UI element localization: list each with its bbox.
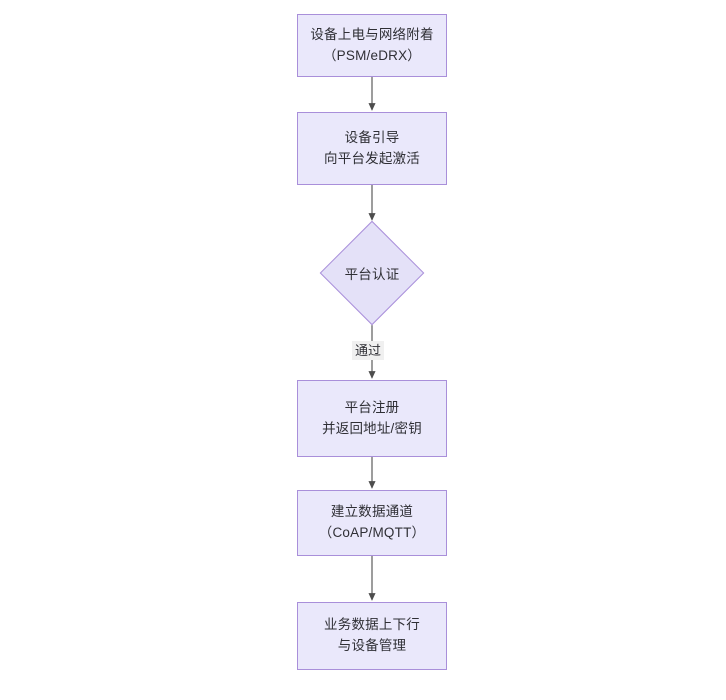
flow-node-label: 建立数据通道 （CoAP/MQTT） xyxy=(318,504,426,540)
flow-node-label: 业务数据上下行 与设备管理 xyxy=(324,617,420,653)
flow-node-platform-auth[interactable]: 平台认证 xyxy=(317,220,427,325)
flow-node-platform-register[interactable]: 平台注册 并返回地址/密钥 xyxy=(297,380,447,457)
flow-node-label: 平台注册 并返回地址/密钥 xyxy=(322,399,422,436)
flow-node-device-power-on[interactable]: 设备上电与网络附着 （PSM/eDRX） xyxy=(297,14,447,77)
flow-node-business-data[interactable]: 业务数据上下行 与设备管理 xyxy=(297,602,447,670)
flow-node-label: 设备上电与网络附着 （PSM/eDRX） xyxy=(310,26,434,63)
flow-node-device-bootstrap[interactable]: 设备引导 向平台发起激活 xyxy=(297,112,447,185)
edge-label-pass: 通过 xyxy=(352,341,385,360)
flow-node-label: 平台认证 xyxy=(344,266,400,282)
flow-node-data-channel[interactable]: 建立数据通道 （CoAP/MQTT） xyxy=(297,490,447,556)
flow-node-label: 设备引导 向平台发起激活 xyxy=(324,129,420,166)
